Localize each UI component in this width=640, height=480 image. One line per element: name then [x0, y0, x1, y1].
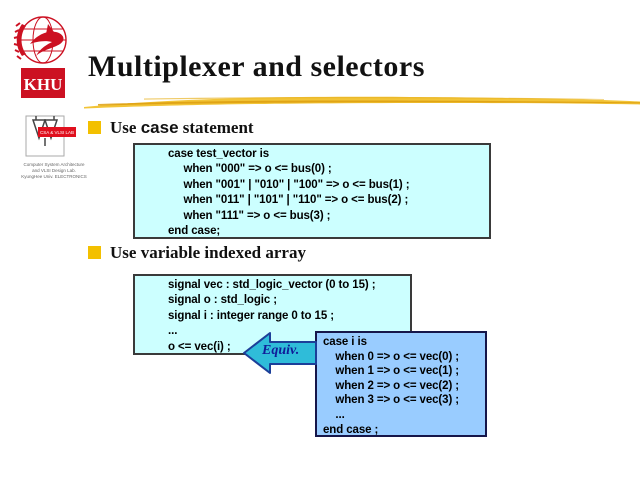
khu-emblem-icon — [13, 16, 67, 64]
bullet-1-prefix: Use — [110, 118, 141, 137]
lab-text-line3: KyungHee Univ. ELECTRONICS — [21, 174, 86, 179]
khu-red-box — [21, 68, 65, 98]
bullet-1-keyword: case — [140, 118, 179, 137]
lab-badge-text: CSA & VLSI LAB — [40, 130, 74, 135]
khu-logo-text: KHU — [24, 75, 63, 94]
lab-badge — [38, 127, 76, 137]
bullet-square-icon — [88, 121, 101, 134]
page-title: Multiplexer and selectors — [88, 50, 425, 83]
khu-university-logo: KHU — [13, 16, 67, 98]
title-underline-swoosh — [84, 96, 640, 109]
lab-text-line2: and VLSI Design Lab. — [32, 168, 76, 173]
bullet-1-suffix: statement — [178, 118, 254, 137]
bullet-use-variable-indexed-array: Use variable indexed array — [88, 243, 306, 263]
bullet-square-icon — [88, 246, 101, 259]
bullet-2-text: Use variable indexed array — [110, 243, 306, 262]
bullet-use-case-statement: Use case statement — [88, 118, 254, 138]
lab-logo: CSA & VLSI LAB Computer System Architect… — [21, 115, 87, 179]
bullet-1-text: Use case statement — [110, 118, 254, 138]
code-box-case-statement: case test_vector is when "000" => o <= b… — [133, 143, 491, 239]
code-box-case-indexed: case i is when 0 => o <= vec(0) ; when 1… — [315, 331, 487, 437]
lab-text-line1: Computer System Architecture — [23, 162, 85, 167]
equivalence-arrow-label: Equiv. — [262, 343, 300, 358]
equivalence-arrow-icon — [243, 332, 317, 374]
